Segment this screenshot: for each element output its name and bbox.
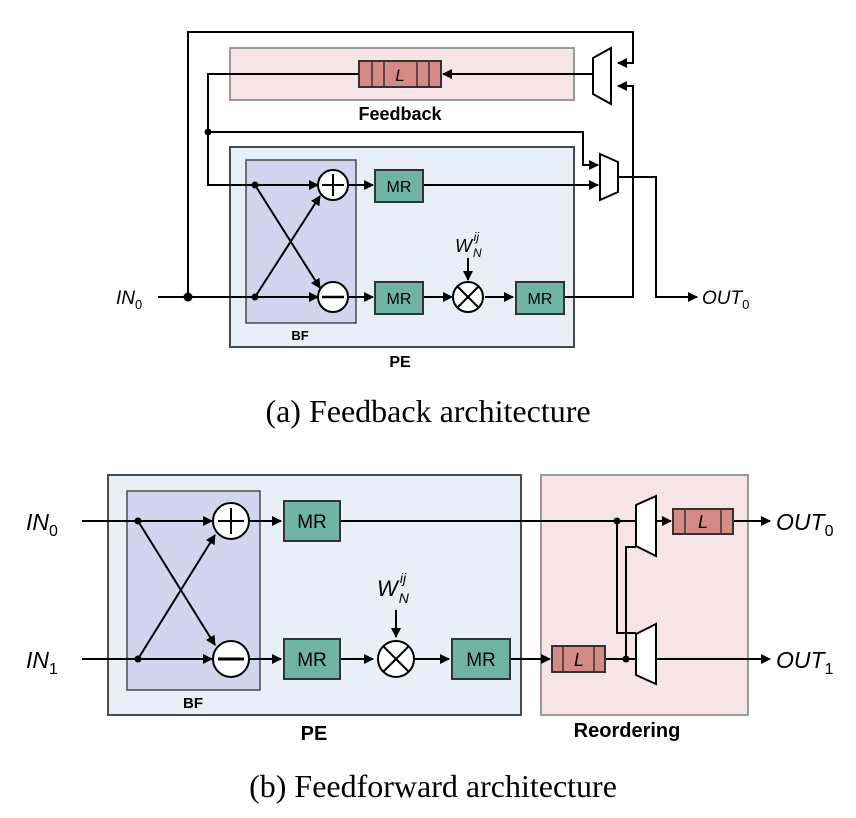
input-label-b1: IN1 bbox=[26, 647, 58, 678]
mr-block-a3: MR bbox=[515, 281, 565, 315]
pe-label-a: PE bbox=[389, 354, 411, 371]
multiplier-b bbox=[377, 640, 415, 678]
feedback-diagram: Feedback L PE BF bbox=[116, 31, 749, 429]
feedback-buffer: L bbox=[358, 60, 442, 88]
bf-node-a2 bbox=[251, 293, 259, 301]
svg-text:L: L bbox=[698, 512, 708, 532]
svg-text:MR: MR bbox=[466, 650, 496, 671]
mr-block-b1: MR bbox=[283, 500, 341, 542]
caption-a: (a) Feedback architecture bbox=[265, 393, 590, 429]
reorder-node-bottom bbox=[622, 655, 630, 663]
subtractor-b bbox=[212, 640, 250, 678]
input-label-a: IN0 bbox=[116, 288, 142, 312]
feedback-buffer-label: L bbox=[395, 66, 404, 85]
feedback-node-a bbox=[204, 128, 212, 136]
multiplier-a bbox=[452, 281, 484, 313]
svg-text:MR: MR bbox=[297, 650, 327, 671]
twiddle-label-a: WNij bbox=[455, 230, 482, 260]
bf-node-b1 bbox=[134, 517, 142, 525]
output-label-b1: OUT1 bbox=[776, 647, 834, 678]
svg-text:MR: MR bbox=[528, 291, 553, 308]
mux-bottom-b bbox=[635, 622, 657, 686]
bf-label-b: BF bbox=[183, 695, 203, 712]
feedback-label: Feedback bbox=[358, 104, 442, 124]
mr-block-a1: MR bbox=[374, 169, 424, 203]
mr-block-b3: MR bbox=[451, 638, 511, 680]
feedforward-diagram: PE BF Reordering bbox=[26, 474, 834, 804]
bf-node-a1 bbox=[251, 181, 259, 189]
input-label-b0: IN0 bbox=[26, 509, 58, 540]
subtractor-a bbox=[317, 281, 349, 313]
pe-label-b: PE bbox=[301, 723, 328, 745]
input-node-a bbox=[183, 292, 193, 302]
mux-right-a bbox=[599, 152, 619, 202]
reorder-node-top bbox=[613, 517, 621, 525]
caption-b: (b) Feedforward architecture bbox=[249, 768, 617, 804]
output-label-b0: OUT0 bbox=[776, 509, 834, 540]
bf-label-a: BF bbox=[291, 328, 308, 343]
mr-block-b2: MR bbox=[283, 638, 341, 680]
bf-node-b2 bbox=[134, 655, 142, 663]
mux-top-b bbox=[635, 494, 657, 558]
svg-text:MR: MR bbox=[387, 291, 412, 308]
svg-text:MR: MR bbox=[387, 179, 412, 196]
reorder-buffer-bottom: L bbox=[551, 645, 606, 673]
svg-text:MR: MR bbox=[297, 512, 327, 533]
mr-block-a2: MR bbox=[374, 281, 424, 315]
twiddle-label-b: WNij bbox=[377, 570, 410, 606]
adder-a bbox=[317, 169, 349, 201]
adder-b bbox=[212, 502, 250, 540]
svg-text:L: L bbox=[574, 650, 584, 670]
mux-top-a bbox=[592, 46, 612, 106]
reordering-label: Reordering bbox=[574, 720, 681, 742]
output-label-a: OUT0 bbox=[702, 288, 749, 312]
wires-b bbox=[82, 516, 771, 664]
reorder-buffer-top: L bbox=[672, 508, 734, 535]
